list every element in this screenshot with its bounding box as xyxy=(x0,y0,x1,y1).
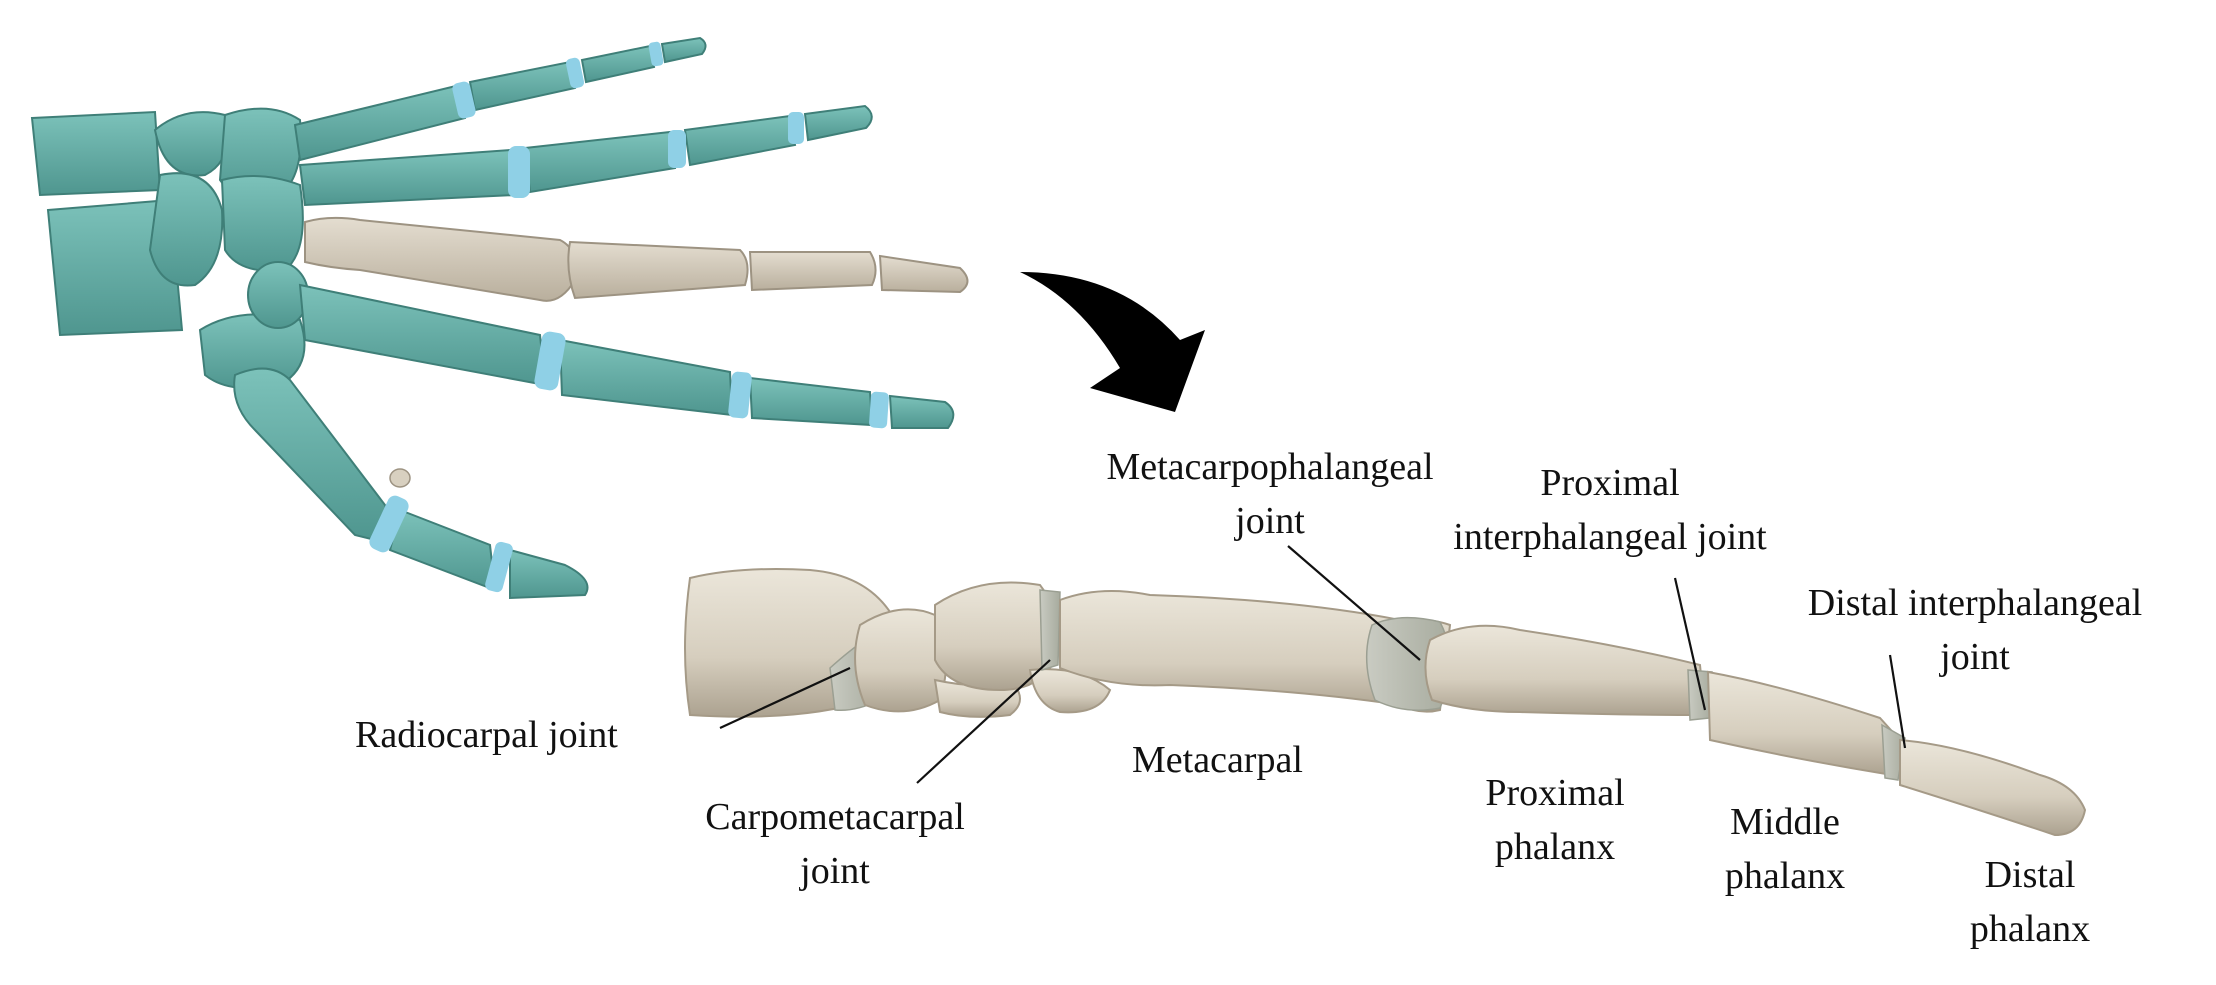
label-metacarpophalangeal-joint: Metacarpophalangeal joint xyxy=(1060,440,1480,548)
finger-middle-phalanx xyxy=(523,130,677,194)
highlighted-finger-proximal xyxy=(567,240,749,300)
highlighted-finger-metacarpal xyxy=(304,216,577,302)
proximal-phalanx-bone xyxy=(1424,624,1707,717)
label-metacarpophalangeal-line2: joint xyxy=(1235,500,1305,542)
label-distal-interphalangeal-joint: Distal interphalangeal joint xyxy=(1755,576,2195,684)
label-metacarpal: Metacarpal xyxy=(1132,739,1303,781)
finger-middle-tip xyxy=(803,104,873,142)
distal-phalanx-bone xyxy=(1899,738,2087,837)
label-middle-phalanx: Middle phalanx xyxy=(1670,795,1900,903)
leader-distal-interphalangeal xyxy=(1888,654,1907,749)
finger-middle-phalanx xyxy=(683,114,797,167)
carpal-bone xyxy=(153,111,229,177)
leader-carpometacarpal xyxy=(916,659,1051,784)
label-carpometacarpal-line1: Carpometacarpal xyxy=(705,796,965,838)
leader-proximal-interphalangeal xyxy=(1673,577,1707,711)
finger-ring-tip xyxy=(888,394,955,429)
curved-arrow-icon xyxy=(1020,272,1205,412)
label-distal-phalanx-line1: Distal xyxy=(1984,854,2076,896)
sesamoid-bone xyxy=(389,468,411,488)
finger-index-phalanx xyxy=(468,60,577,112)
finger-index-tip xyxy=(660,36,707,64)
label-metacarpophalangeal-line1: Metacarpophalangeal xyxy=(1106,446,1434,488)
label-proximal-phalanx-line2: phalanx xyxy=(1494,826,1616,868)
label-distal-ip-line2: joint xyxy=(1940,636,2010,678)
label-middle-phalanx-line2: phalanx xyxy=(1724,855,1846,897)
carpal-bone-enlarged xyxy=(854,608,948,713)
label-distal-phalanx: Distal phalanx xyxy=(1915,848,2145,956)
highlighted-finger-distal xyxy=(878,254,969,294)
metacarpal-bone xyxy=(1059,590,1452,713)
carpal-bone xyxy=(247,261,309,329)
thumb-proximal-phalanx xyxy=(388,508,497,592)
leader-radiocarpal xyxy=(719,667,851,729)
label-radiocarpal-joint: Radiocarpal joint xyxy=(355,714,618,756)
joint-highlight xyxy=(728,371,752,419)
joint-highlight xyxy=(508,146,530,198)
joint-highlight xyxy=(452,81,476,119)
carpometacarpal-cartilage xyxy=(1039,589,1061,672)
finger-ring-phalanx xyxy=(748,376,874,427)
middle-phalanx-bone xyxy=(1706,670,1900,777)
joint-highlight xyxy=(668,130,686,168)
joint-highlight xyxy=(565,57,585,89)
joint-highlight xyxy=(648,41,664,67)
label-middle-phalanx-line1: Middle xyxy=(1730,801,1840,843)
thumb-metacarpal xyxy=(233,367,390,542)
hand-skeleton xyxy=(30,36,969,600)
label-carpometacarpal-joint: Carpometacarpal joint xyxy=(655,790,1015,898)
carpal-bone xyxy=(220,175,304,272)
leader-metacarpophalangeal xyxy=(1287,545,1421,661)
joint-highlight xyxy=(534,331,566,391)
carpal-bone-large xyxy=(46,198,184,337)
joint-highlight xyxy=(788,112,804,144)
leader-lines xyxy=(719,545,1907,784)
enlarged-finger xyxy=(684,568,2087,837)
label-distal-phalanx-line2: phalanx xyxy=(1969,908,2091,950)
highlighted-finger-middle xyxy=(748,251,877,292)
thumb-distal-phalanx xyxy=(509,548,589,600)
finger-middle-bones xyxy=(298,148,517,207)
label-proximal-ip-line1: Proximal xyxy=(1540,462,1680,504)
carpal-bone xyxy=(148,172,224,287)
label-distal-ip-line1: Distal interphalangeal xyxy=(1807,582,2143,624)
joint-highlight xyxy=(369,495,409,553)
joint-highlight xyxy=(485,541,513,593)
joint-highlight xyxy=(869,391,889,429)
label-proximal-phalanx-line1: Proximal xyxy=(1485,772,1625,814)
finger-index-phalanx xyxy=(580,44,656,84)
label-carpometacarpal-line2: joint xyxy=(800,850,870,892)
radius-ulna-bone xyxy=(30,110,162,197)
label-proximal-interphalangeal-joint: Proximal interphalangeal joint xyxy=(1405,456,1815,564)
finger-ring-bones xyxy=(298,283,547,387)
label-proximal-ip-line2: interphalangeal joint xyxy=(1453,516,1767,558)
label-proximal-phalanx: Proximal phalanx xyxy=(1430,766,1680,874)
finger-index-bones xyxy=(293,83,467,162)
finger-ring-phalanx xyxy=(558,338,734,417)
